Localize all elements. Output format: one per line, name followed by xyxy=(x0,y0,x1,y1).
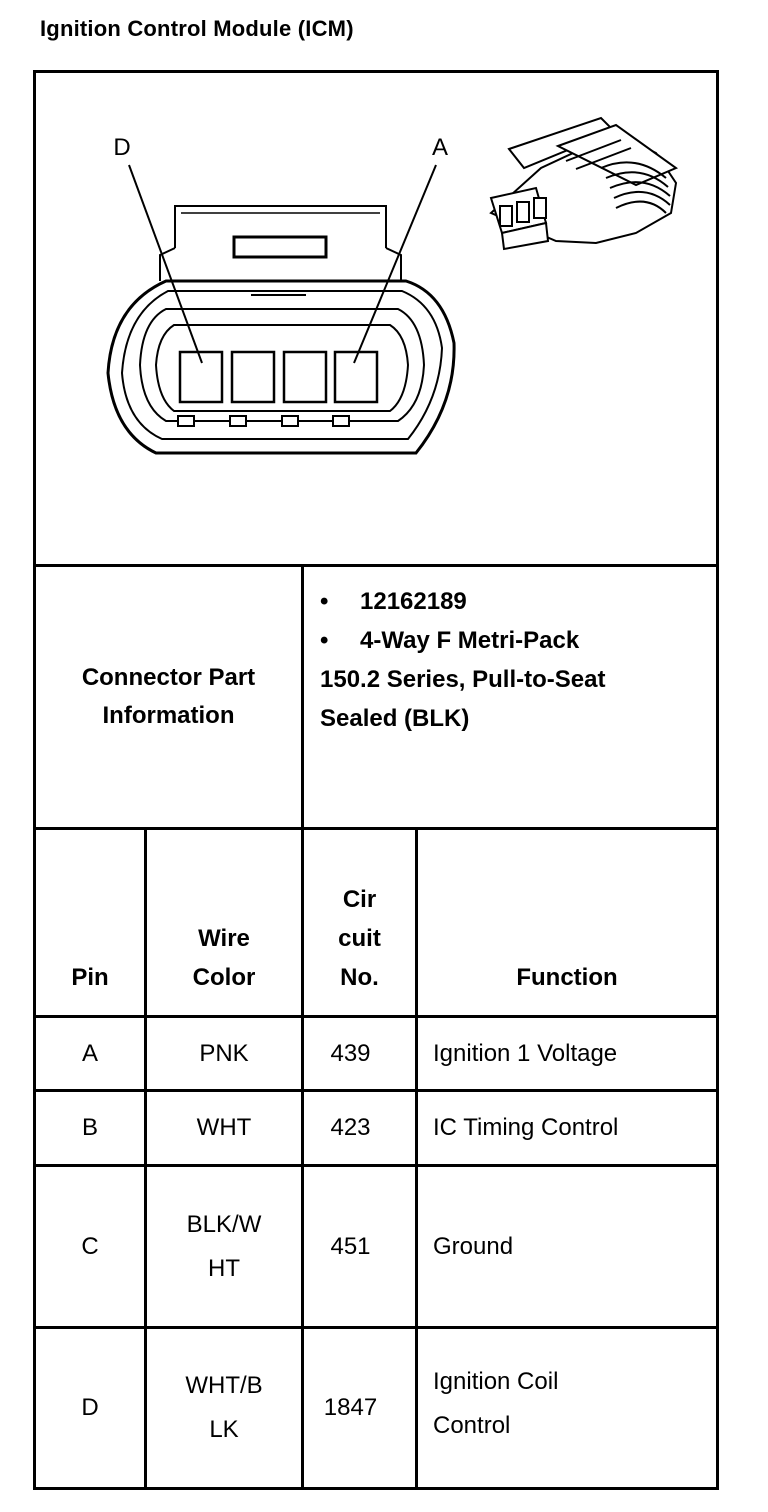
connector-table-frame xyxy=(33,70,719,1490)
wire-color-text: LK xyxy=(209,1416,239,1443)
divider-row-c xyxy=(33,1326,719,1329)
connector-diagram: D A xyxy=(106,116,679,455)
function-cell: Ignition 1 Voltage xyxy=(433,1018,713,1089)
part-seal: Sealed (BLK) xyxy=(320,705,470,732)
page-title: Ignition Control Module (ICM) xyxy=(40,16,354,41)
part-number: 12162189 xyxy=(360,588,467,615)
connector-part-label-line2: Information xyxy=(102,702,235,729)
part-number-item: • 12162189 xyxy=(320,582,710,621)
pin-cell: D xyxy=(81,1394,99,1421)
wire-color-text: BLK/W xyxy=(186,1210,262,1238)
function-text: Ignition 1 Voltage xyxy=(433,1039,618,1067)
wire-color-text: PNK xyxy=(199,1039,249,1067)
divider-col-color xyxy=(144,827,147,1490)
part-type-item: • 4-Way F Metri-Pack xyxy=(320,621,710,660)
part-type: 4-Way F Metri-Pack xyxy=(360,627,580,654)
header-wire-color-line2: Color xyxy=(192,964,256,991)
function-cell: IC Timing Control xyxy=(433,1092,713,1164)
divider-header xyxy=(33,1015,719,1018)
cavity-c xyxy=(230,350,276,404)
header-wire-color: Wire Color xyxy=(147,830,301,1015)
header-circuit-line2: cuit xyxy=(338,925,381,952)
circuit-cell: 1847 xyxy=(323,1394,378,1421)
function-text: Ground xyxy=(433,1232,514,1260)
header-pin: Pin xyxy=(36,830,144,1015)
header-circuit-line1: Cir xyxy=(342,886,377,913)
divider-diagram xyxy=(33,564,719,567)
function-cell: Ignition Coil Control xyxy=(433,1329,713,1487)
function-cell: Ground xyxy=(433,1167,713,1326)
wire-color-cell: PNK xyxy=(147,1018,301,1089)
header-function-label: Function xyxy=(516,964,618,991)
divider-col-function xyxy=(415,827,418,1490)
header-circuit-line3: No. xyxy=(340,964,379,991)
divider-row-b xyxy=(33,1164,719,1167)
function-text: Control xyxy=(433,1412,511,1439)
connector-isometric-icon xyxy=(489,116,679,251)
pin-cell: B xyxy=(81,1114,98,1141)
header-pin-label: Pin xyxy=(71,964,109,991)
divider-col-circuit xyxy=(301,564,304,1490)
part-series: 150.2 Series, Pull-to-Seat xyxy=(320,666,606,693)
divider-row-a xyxy=(33,1089,719,1092)
header-function: Function xyxy=(418,830,716,1015)
bullet-icon: • xyxy=(320,627,329,654)
connector-part-label: Connector Part Information xyxy=(36,567,301,827)
function-text: IC Timing Control xyxy=(433,1114,619,1141)
pin-label-a: A xyxy=(432,134,448,161)
wire-color-cell: WHT xyxy=(147,1092,301,1164)
cavity-b xyxy=(282,350,328,404)
header-circuit: Cir cuit No. xyxy=(304,830,415,1015)
divider-part-info xyxy=(33,827,719,830)
bullet-icon: • xyxy=(320,588,329,615)
function-text: Ignition Coil xyxy=(433,1368,559,1395)
circuit-cell: 423 xyxy=(330,1114,371,1141)
wire-color-text: HT xyxy=(208,1254,240,1282)
pin-label-d: D xyxy=(113,134,130,161)
wire-color-text: WHT xyxy=(196,1114,252,1141)
pin-cell: A xyxy=(81,1039,98,1067)
wire-color-cell: BLK/W HT xyxy=(147,1167,301,1326)
terminal-cavities xyxy=(178,350,379,404)
wire-color-text: WHT/B xyxy=(185,1372,263,1399)
connector-part-details: • 12162189 • 4-Way F Metri-Pack 150.2 Se… xyxy=(320,582,710,738)
connector-part-label-line1: Connector Part xyxy=(81,664,256,691)
pin-cell: C xyxy=(81,1232,99,1260)
circuit-cell: 439 xyxy=(330,1039,371,1067)
circuit-cell: 451 xyxy=(330,1232,371,1260)
header-wire-color-line1: Wire xyxy=(198,925,250,952)
wire-color-cell: WHT/B LK xyxy=(147,1329,301,1487)
